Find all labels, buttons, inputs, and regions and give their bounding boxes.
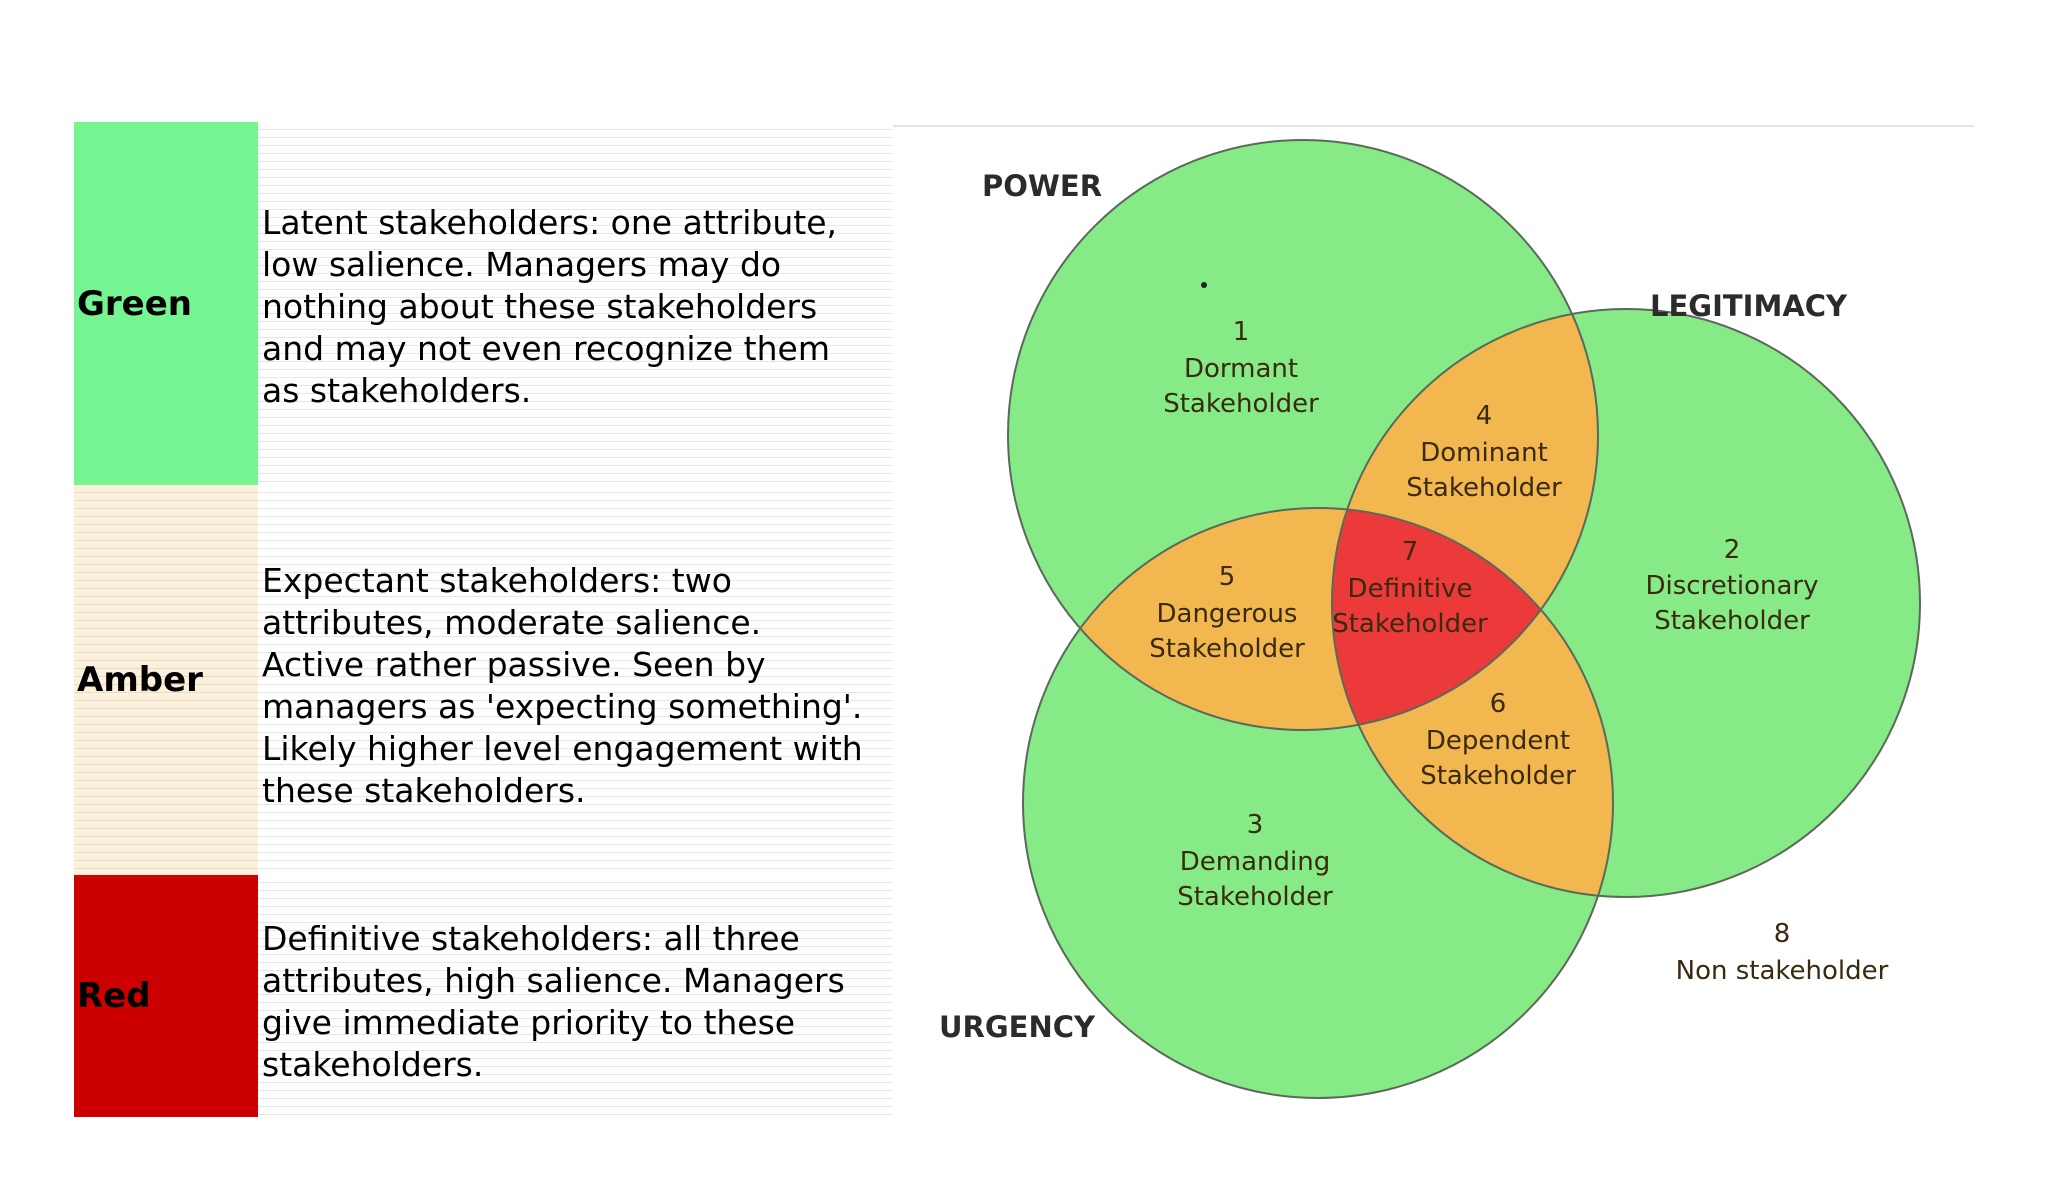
region-2-line1: Discretionary bbox=[1645, 571, 1818, 601]
urgency-outline bbox=[1022, 507, 1614, 1099]
amber-label: Amber bbox=[77, 660, 203, 700]
green-label: Green bbox=[77, 283, 192, 324]
region-7-definitive: 7 Definitive Stakeholder bbox=[1332, 537, 1488, 639]
region-3-line1: Demanding bbox=[1180, 847, 1330, 877]
region-4-dominant: 4 Dominant Stakeholder bbox=[1406, 401, 1562, 503]
region-4-line1: Dominant bbox=[1420, 438, 1548, 468]
red-description: Definitive stakeholders: all three attri… bbox=[262, 919, 845, 1084]
region-4-line2: Stakeholder bbox=[1406, 473, 1562, 503]
amber-swatch: Amber bbox=[74, 485, 258, 875]
venn-svg: POWER LEGITIMACY URGENCY 1 Dormant Stake… bbox=[939, 139, 1921, 1099]
red-swatch: Red bbox=[74, 875, 258, 1117]
region-4-number: 4 bbox=[1476, 401, 1493, 431]
red-description-cell bbox=[258, 875, 893, 1117]
green-swatch: Green bbox=[74, 122, 258, 485]
region-1-line1: Dormant bbox=[1184, 354, 1298, 384]
region-6-number: 6 bbox=[1490, 689, 1507, 719]
region-6-dependent: 6 Dependent Stakeholder bbox=[1420, 689, 1576, 791]
region-7-line1: Definitive bbox=[1348, 574, 1473, 604]
region-5-line2: Stakeholder bbox=[1149, 634, 1305, 664]
region-5-line1: Dangerous bbox=[1157, 599, 1298, 629]
stakeholder-salience-venn: POWER LEGITIMACY URGENCY 1 Dormant Stake… bbox=[920, 120, 1940, 1100]
region-3-number: 3 bbox=[1247, 810, 1264, 840]
definitive-overlap bbox=[1332, 508, 1598, 730]
legend-row-red: Red Definitive stakeholders: all three a… bbox=[74, 875, 893, 1117]
region-7-line2: Stakeholder bbox=[1332, 609, 1488, 639]
amber-description-cell bbox=[258, 485, 893, 875]
region-5-dangerous: 5 Dangerous Stakeholder bbox=[1149, 562, 1305, 664]
power-label: POWER bbox=[982, 169, 1102, 203]
region-2-discretionary: 2 Discretionary Stakeholder bbox=[1645, 535, 1818, 636]
red-label: Red bbox=[77, 976, 151, 1016]
region-8-non-stakeholder: 8 Non stakeholder bbox=[1676, 919, 1889, 986]
region-6-line2: Stakeholder bbox=[1420, 761, 1576, 791]
region-6-line1: Dependent bbox=[1426, 726, 1570, 756]
region-1-line2: Stakeholder bbox=[1163, 389, 1319, 419]
salience-legend-table: Green Latent stakeholders: one attribute… bbox=[74, 122, 893, 1117]
region-2-number: 2 bbox=[1724, 535, 1741, 565]
region-1-number: 1 bbox=[1233, 317, 1250, 347]
region-8-number: 8 bbox=[1774, 919, 1791, 949]
legend-row-green: Green Latent stakeholders: one attribute… bbox=[74, 122, 893, 485]
region-8-line1: Non stakeholder bbox=[1676, 956, 1889, 986]
region-3-line2: Stakeholder bbox=[1177, 882, 1333, 912]
power-outline bbox=[1007, 139, 1599, 731]
legitimacy-label: LEGITIMACY bbox=[1650, 289, 1848, 323]
legend-row-amber: Amber Expectant stakeholders: two attrib… bbox=[74, 485, 893, 875]
region-2-line2: Stakeholder bbox=[1654, 606, 1810, 636]
power-legitimacy-overlap bbox=[1332, 309, 1598, 730]
stray-dot bbox=[1201, 282, 1207, 288]
region-1-dormant: 1 Dormant Stakeholder bbox=[1163, 317, 1319, 419]
legitimacy-outline bbox=[1331, 308, 1921, 898]
region-7-number: 7 bbox=[1402, 537, 1419, 567]
amber-description: Expectant stakeholders: two attributes, … bbox=[262, 561, 863, 810]
urgency-label: URGENCY bbox=[939, 1010, 1096, 1044]
top-divider bbox=[74, 125, 1974, 127]
region-5-number: 5 bbox=[1219, 562, 1236, 592]
green-description: Latent stakeholders: one attribute, low … bbox=[262, 203, 838, 410]
green-description-cell bbox=[258, 122, 893, 485]
region-3-demanding: 3 Demanding Stakeholder bbox=[1177, 810, 1333, 912]
